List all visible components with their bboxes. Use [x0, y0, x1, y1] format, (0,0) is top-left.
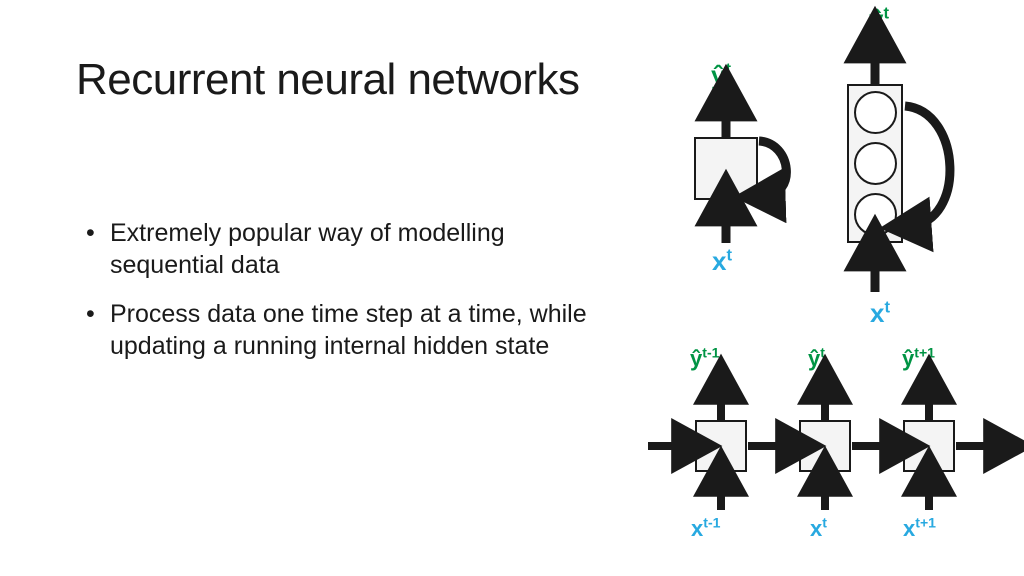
list-item: • Process data one time step at a time, … — [84, 299, 624, 362]
bullet-marker-icon: • — [86, 300, 95, 328]
folded-cell-arrows — [694, 63, 791, 243]
input-label-x: xt+1 — [903, 514, 936, 541]
unrolled-arrows — [648, 353, 1024, 510]
bullet-list: • Extremely popular way of modelling seq… — [84, 218, 624, 380]
page-title: Recurrent neural networks — [76, 55, 580, 104]
folded-rnn-cell-diagram: ŷt xt — [660, 50, 820, 290]
input-label-x: xt — [712, 245, 733, 276]
input-label-x: xt — [810, 514, 827, 541]
list-item: • Extremely popular way of modelling seq… — [84, 218, 624, 281]
hidden-unit-circle — [854, 91, 897, 134]
list-item-text: Extremely popular way of modelling seque… — [110, 219, 505, 279]
input-label-x: xt-1 — [691, 514, 721, 541]
list-item-text: Process data one time step at a time, wh… — [110, 300, 587, 360]
recurrent-loop-arrow — [879, 101, 955, 253]
folded-neurons-arrows — [843, 5, 955, 292]
input-label-x: xt — [870, 297, 891, 328]
bullet-marker-icon: • — [86, 219, 95, 247]
hidden-unit-circle — [854, 142, 897, 185]
folded-rnn-neurons-diagram: ŷt xt — [820, 0, 1005, 340]
recurrent-loop-arrow — [733, 136, 791, 224]
unrolled-rnn-diagram: ŷt-1 ŷt ŷt+1 xt-1 xt xt+1 — [640, 340, 1024, 560]
